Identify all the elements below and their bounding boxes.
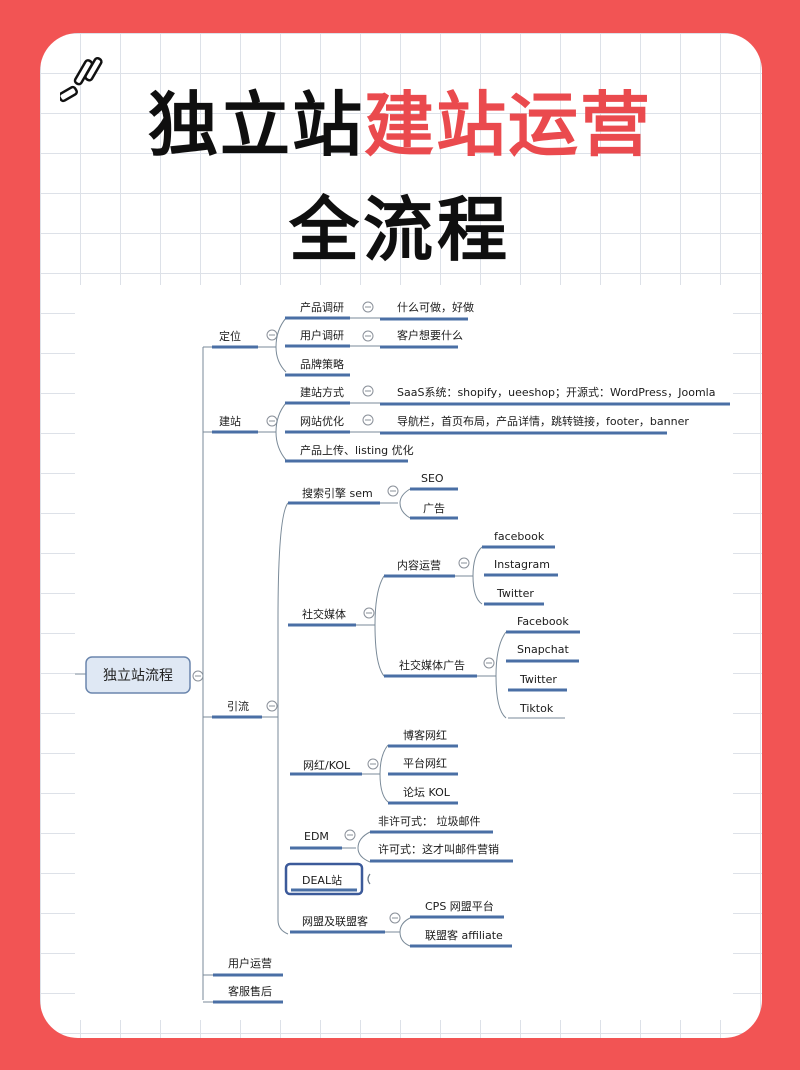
svg-text:产品上传、listing 优化: 产品上传、listing 优化 bbox=[300, 443, 414, 457]
branch-dingwei[interactable]: 定位 产品调研 什么可做，好做 用户调研 客户想要什么 品牌策略 bbox=[203, 300, 474, 377]
svg-text:Twitter: Twitter bbox=[519, 673, 557, 686]
root-node[interactable]: 独立站流程 bbox=[75, 656, 204, 694]
svg-text:网红/KOL: 网红/KOL bbox=[303, 759, 351, 772]
svg-text:网站优化: 网站优化 bbox=[300, 414, 344, 428]
svg-text:什么可做，好做: 什么可做，好做 bbox=[397, 300, 474, 314]
svg-text:Twitter: Twitter bbox=[496, 587, 534, 600]
svg-text:许可式：这才叫邮件营销: 许可式：这才叫邮件营销 bbox=[378, 842, 499, 856]
branch-user-ops[interactable]: 用户运营 bbox=[203, 956, 283, 977]
svg-text:引流: 引流 bbox=[227, 699, 249, 713]
svg-text:用户调研: 用户调研 bbox=[300, 328, 344, 342]
sparkle-icon bbox=[60, 56, 103, 103]
svg-text:非许可式： 垃圾邮件: 非许可式： 垃圾邮件 bbox=[378, 814, 481, 828]
svg-text:博客网红: 博客网红 bbox=[403, 728, 447, 742]
root-label: 独立站流程 bbox=[103, 668, 173, 684]
svg-text:定位: 定位 bbox=[219, 329, 241, 343]
branch-customer-service[interactable]: 客服售后 bbox=[203, 984, 283, 1004]
svg-text:内容运营: 内容运营 bbox=[397, 558, 441, 572]
branch-yinliu[interactable]: 引流 搜索引擎 sem SEO 广告 社交媒体 内容运营 facebook bbox=[203, 472, 580, 948]
svg-text:建站: 建站 bbox=[219, 414, 241, 428]
svg-text:Instagram: Instagram bbox=[494, 558, 550, 571]
svg-text:客户想要什么: 客户想要什么 bbox=[397, 328, 463, 342]
svg-text:CPS 网盟平台: CPS 网盟平台 bbox=[425, 899, 494, 913]
poster-subtitle: 全流程 bbox=[289, 189, 511, 271]
svg-text:论坛 KOL: 论坛 KOL bbox=[403, 785, 451, 799]
svg-text:Tiktok: Tiktok bbox=[519, 702, 554, 715]
svg-text:社交媒体: 社交媒体 bbox=[302, 607, 346, 621]
svg-text:Facebook: Facebook bbox=[517, 615, 569, 628]
svg-text:建站方式: 建站方式 bbox=[300, 385, 344, 399]
svg-text:DEAL站: DEAL站 bbox=[302, 873, 342, 887]
svg-text:SaaS系统：shopify，ueeshop；开源式：Wor: SaaS系统：shopify，ueeshop；开源式：WordPress，Joo… bbox=[397, 385, 715, 399]
svg-text:平台网红: 平台网红 bbox=[403, 756, 447, 770]
mindmap-canvas: .ln { stroke:#7a8a98; stroke-width:1; fi… bbox=[75, 285, 733, 1020]
svg-text:品牌策略: 品牌策略 bbox=[300, 357, 344, 371]
branch-jianzhan[interactable]: 建站 建站方式 SaaS系统：shopify，ueeshop；开源式：WordP… bbox=[203, 385, 730, 463]
svg-text:产品调研: 产品调研 bbox=[300, 300, 344, 314]
svg-text:客服售后: 客服售后 bbox=[228, 984, 272, 998]
svg-text:导航栏，首页布局，产品详情，跳转链接，footer，bann: 导航栏，首页布局，产品详情，跳转链接，footer，banner bbox=[397, 414, 689, 428]
title-red: 建站运营 bbox=[364, 84, 652, 166]
svg-text:EDM: EDM bbox=[304, 830, 329, 843]
svg-text:SEO: SEO bbox=[421, 472, 444, 485]
svg-text:社交媒体广告: 社交媒体广告 bbox=[399, 658, 465, 672]
svg-text:facebook: facebook bbox=[494, 530, 545, 543]
svg-text:联盟客 affiliate: 联盟客 affiliate bbox=[425, 928, 503, 942]
deal-node-selected[interactable]: DEAL站 bbox=[284, 862, 371, 896]
poster-title: 独立站建站运营 bbox=[0, 85, 800, 165]
svg-text:用户运营: 用户运营 bbox=[228, 956, 272, 970]
svg-text:搜索引擎 sem: 搜索引擎 sem bbox=[302, 486, 373, 500]
svg-text:Snapchat: Snapchat bbox=[517, 643, 569, 656]
svg-text:广告: 广告 bbox=[423, 502, 445, 515]
title-black: 独立站 bbox=[148, 84, 364, 166]
svg-text:网盟及联盟客: 网盟及联盟客 bbox=[302, 914, 368, 928]
